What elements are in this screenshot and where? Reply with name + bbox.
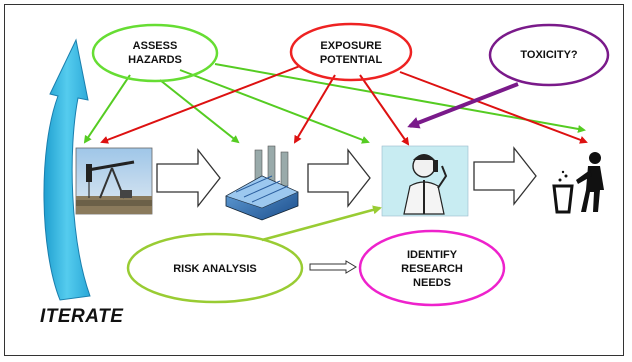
- identify-line2: RESEARCH: [401, 263, 463, 275]
- factory-icon: [225, 145, 299, 221]
- iterate-arrow-icon: [43, 38, 91, 301]
- exposure-potential-arrows: [100, 65, 588, 146]
- risk-analysis-node-outline: [126, 232, 304, 304]
- trash-disposal-icon: [552, 152, 604, 214]
- exposure-potential-line1: EXPOSURE: [320, 40, 382, 52]
- assess-hazards-node: ASSESS HAZARDS: [105, 30, 205, 76]
- risk-to-identify-arrow: [309, 260, 357, 274]
- identify-line1: IDENTIFY: [406, 249, 458, 261]
- exposure-potential-line2: POTENTIAL: [319, 54, 383, 66]
- risk-analysis-arrow: [261, 205, 382, 242]
- iterate-label: ITERATE: [40, 306, 124, 327]
- person-on-phone-icon: [381, 145, 469, 217]
- risk-analysis-label: RISK ANALYSIS: [173, 263, 257, 275]
- flow-arrow-2: [307, 148, 371, 208]
- flow-arrow-1: [156, 148, 221, 208]
- risk-analysis-node: RISK ANALYSIS: [145, 256, 285, 282]
- identify-research-needs-node-outline: [358, 229, 506, 307]
- toxicity-node: TOXICITY?: [499, 40, 599, 70]
- identify-line3: NEEDS: [413, 277, 451, 289]
- identify-research-needs-node: IDENTIFY RESEARCH NEEDS: [380, 242, 484, 296]
- flow-arrows: [156, 146, 537, 208]
- assess-hazards-node-outline: [91, 23, 219, 83]
- oil-pumpjack-icon: [75, 147, 153, 215]
- flow-arrow-3: [473, 146, 537, 206]
- assess-hazards-line1: ASSESS: [132, 40, 178, 52]
- toxicity-node-outline: [488, 23, 610, 87]
- assess-hazards-line2: HAZARDS: [128, 54, 182, 66]
- toxicity-label: TOXICITY?: [520, 49, 578, 61]
- exposure-potential-node: EXPOSURE POTENTIAL: [301, 30, 401, 76]
- toxicity-arrow: [407, 82, 519, 129]
- exposure-potential-node-outline: [289, 22, 413, 82]
